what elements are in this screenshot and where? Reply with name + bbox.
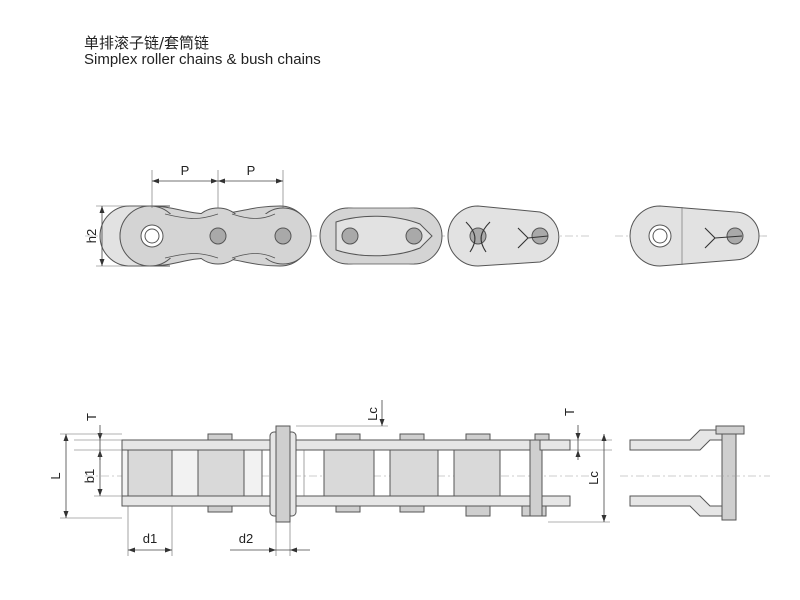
plate-extend (539, 439, 571, 451)
chain-plan-end-view (620, 425, 770, 521)
end-plate (629, 205, 760, 267)
arrow (128, 547, 135, 553)
roller-4 (389, 449, 439, 497)
chain-side-view: P P h2 (84, 163, 770, 267)
arrow (97, 489, 103, 496)
arrow (152, 178, 159, 184)
dim-label-lc-right: Lc (586, 471, 601, 485)
arrow (63, 434, 69, 441)
dim-label-p2: P (247, 163, 256, 178)
arrow (63, 511, 69, 518)
spring-clip (335, 215, 433, 257)
pin-head (465, 433, 491, 441)
roller-5 (453, 449, 501, 497)
arrow (276, 178, 283, 184)
pin-head (534, 433, 550, 441)
cotter-pin-b (480, 221, 491, 253)
pin-head (399, 433, 425, 441)
pin-head (399, 505, 425, 513)
cotter-link-pin (529, 439, 543, 517)
dim-label-d1: d1 (143, 531, 157, 546)
dim-label-h2: h2 (84, 229, 99, 243)
roller-3 (323, 449, 375, 497)
end-pin-head (715, 425, 745, 435)
plate-edge (231, 213, 276, 219)
end-clip-b (714, 235, 743, 239)
pin-head (335, 433, 361, 441)
chain-plan-view: T L b1 d1 d2 Lc (48, 400, 612, 556)
dim-label-l: L (48, 472, 63, 479)
plate-bar-top (121, 439, 571, 451)
arrow (99, 206, 105, 213)
dim-label-d2: d2 (239, 531, 253, 546)
roller-1 (127, 449, 173, 497)
pin-head (207, 433, 233, 441)
roller-2 (197, 449, 245, 497)
arrow (601, 515, 607, 522)
title-chinese: 单排滚子链/套筒链 (84, 34, 210, 52)
cotter-link-plate (447, 205, 560, 267)
dim-label-p1: P (181, 163, 190, 178)
arrow (211, 178, 218, 184)
plate-edge (164, 253, 219, 259)
dim-label-lc-mid: Lc (365, 407, 380, 421)
pin-1 (209, 227, 227, 245)
arrow (99, 259, 105, 266)
arrow (269, 547, 276, 553)
chain-end-view (629, 205, 760, 267)
arrow (575, 450, 581, 457)
pin-head (207, 505, 233, 513)
plate-edge (164, 213, 219, 219)
arrow (575, 433, 581, 440)
dim-label-b1: b1 (82, 469, 97, 483)
pin-head (465, 505, 491, 517)
end-plate-bottom (629, 495, 723, 517)
arrow (290, 547, 297, 553)
arrow (165, 547, 172, 553)
pin-4 (405, 227, 423, 245)
cotter-pin-a (465, 221, 476, 253)
pin-3 (341, 227, 359, 245)
dim-label-t-left: T (84, 413, 99, 421)
arrow (601, 434, 607, 441)
arrow (97, 433, 103, 440)
connecting-pin-core (275, 425, 291, 523)
title-english: Simplex roller chains & bush chains (84, 51, 321, 68)
arrow (379, 419, 385, 426)
dim-label-t-right: T (562, 408, 577, 416)
end-pin-plan (721, 427, 737, 521)
cotter-pin-d (527, 235, 549, 239)
roller-inner-1 (144, 228, 160, 244)
pin-2 (274, 227, 292, 245)
plate-edge (231, 253, 276, 259)
end-hole-inner (652, 228, 668, 244)
pin-head (335, 505, 361, 513)
arrow (218, 178, 225, 184)
plate-bar-bottom (121, 495, 571, 507)
end-plate-top (629, 429, 723, 451)
